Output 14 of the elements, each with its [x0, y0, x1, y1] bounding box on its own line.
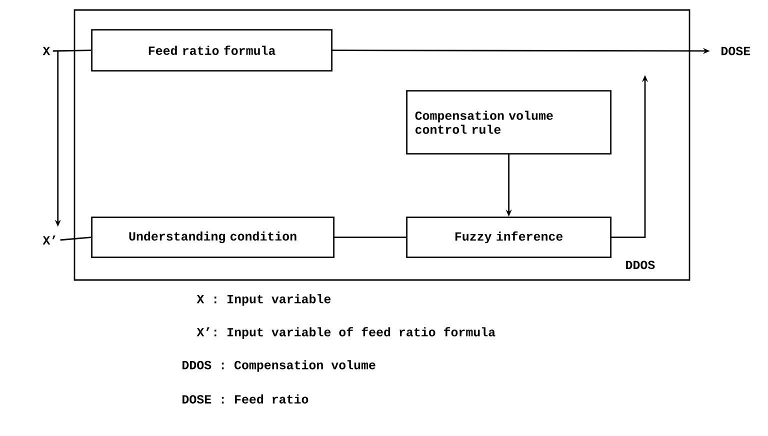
variable-label: X’ [42, 235, 56, 244]
variable-label: X [42, 46, 50, 56]
process-box: Understanding condition [91, 216, 334, 258]
connector-line [334, 236, 406, 238]
process-box: Fuzzy inference [406, 216, 612, 258]
legend-note: X : Input variable [196, 294, 331, 306]
connector-line [60, 236, 92, 241]
legend-note: DOSE : Feed ratio [182, 394, 308, 404]
legend-note: X’: Input variable of feed ratio formula [196, 327, 496, 339]
legend-note: DDOS : Compensation volume [182, 360, 376, 372]
variable-label: DOSE [722, 46, 750, 56]
connector-line [52, 50, 92, 52]
process-box: Feed ratio formula [91, 29, 332, 72]
process-box: Compensation volume control rule [406, 90, 612, 154]
